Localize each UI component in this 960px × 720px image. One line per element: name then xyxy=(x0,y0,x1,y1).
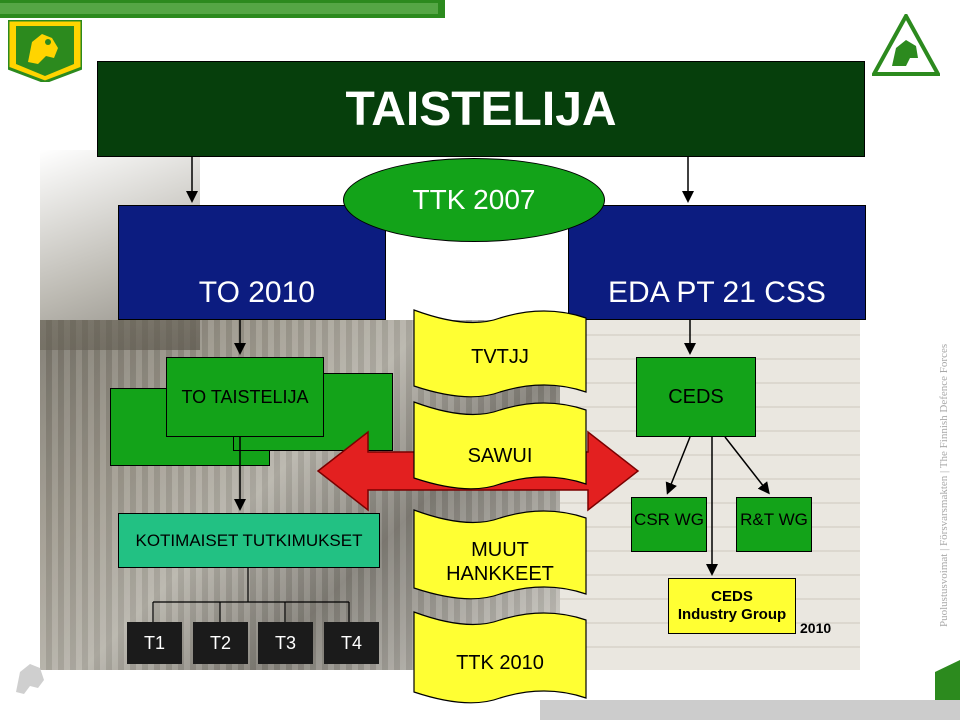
hankkeet-label: HANKKEET xyxy=(446,563,554,585)
ceds-industry-group-box: CEDS Industry Group xyxy=(668,578,796,634)
triangle-emblem-icon xyxy=(870,11,942,76)
arrow-ceds-to-csr xyxy=(665,436,691,495)
industry-line-2: Industry Group xyxy=(677,606,787,623)
tvtjj-flag xyxy=(413,309,587,398)
vertical-footer-text: Puolustusvoimat | Försvarsmakten | The F… xyxy=(938,343,950,627)
sawui-flag xyxy=(413,401,587,490)
small-lion-emblem-icon xyxy=(10,658,50,698)
rt-wg-box: R&T WG xyxy=(736,497,812,552)
eda-pt21-box: EDA PT 21 CSS xyxy=(568,205,866,320)
top-decor-bar-highlight xyxy=(0,3,438,14)
to-2010-label: TO 2010 xyxy=(198,275,315,309)
ceds-box: CEDS xyxy=(636,357,756,437)
ttk-2007-ellipse: TTK 2007 xyxy=(343,158,605,242)
sawui-label: SAWUI xyxy=(467,444,533,467)
to-taistelija-box: TO TAISTELIJA xyxy=(166,357,324,437)
year-label: 2010 xyxy=(800,620,832,636)
to-2010-box: TO 2010 xyxy=(118,205,386,320)
ceds-label: CEDS xyxy=(668,385,724,408)
tvtjj-label: TVTJJ xyxy=(471,345,529,368)
kotimaiset-tree-lines xyxy=(152,568,350,622)
muut-label: MUUT xyxy=(471,539,529,561)
ttk-2010-label: TTK 2010 xyxy=(456,651,544,674)
ttk-2010-flag xyxy=(413,611,587,704)
coat-of-arms-lion-icon xyxy=(6,18,84,84)
industry-line-1: CEDS xyxy=(711,588,753,605)
rt-wg-label: R&T WG xyxy=(740,510,808,529)
muut-hankkeet-flag xyxy=(413,509,587,600)
kotimaiset-tutkimukset-box: KOTIMAISET TUTKIMUKSET xyxy=(118,513,380,568)
title-banner: TAISTELIJA xyxy=(97,61,865,157)
csr-wg-box: CSR WG xyxy=(631,497,707,552)
t4-box: T4 xyxy=(324,622,379,664)
csr-wg-label: CSR WG xyxy=(634,510,704,529)
t2-box: T2 xyxy=(193,622,248,664)
t3-box: T3 xyxy=(258,622,313,664)
corner-decoration-icon xyxy=(935,660,960,700)
bottom-decor-bar xyxy=(540,700,960,720)
to-taistelija-label: TO TAISTELIJA xyxy=(181,386,309,407)
t1-box: T1 xyxy=(127,622,182,664)
eda-pt21-label: EDA PT 21 CSS xyxy=(608,275,826,309)
arrow-ceds-to-rt xyxy=(724,436,770,495)
kotimaiset-tutkimukset-label: KOTIMAISET TUTKIMUKSET xyxy=(135,530,363,550)
